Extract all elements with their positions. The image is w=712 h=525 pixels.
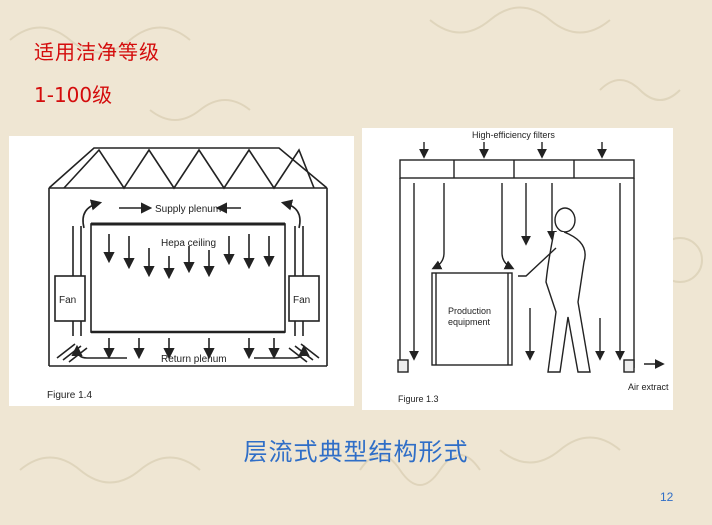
supply-plenum-label: Supply plenum <box>155 204 221 215</box>
filters-label: High-efficiency filters <box>472 130 555 140</box>
figure-1-4-label: Figure 1.4 <box>47 390 92 401</box>
hepa-ceiling-label: Hepa ceiling <box>161 238 216 249</box>
figure-1-4-panel: Supply plenum Hepa ceiling Return plenum… <box>9 136 354 406</box>
slide-heading: 适用洁净等级 <box>34 40 160 64</box>
equipment-label-line1: Production <box>448 306 491 316</box>
air-extract-label: Air extract <box>628 382 669 392</box>
figure-1-3-label: Figure 1.3 <box>398 394 439 404</box>
slide-caption: 层流式典型结构形式 <box>243 438 469 466</box>
fan-left-label: Fan <box>59 295 76 306</box>
equipment-label-line2: equipment <box>448 317 491 327</box>
cleanliness-class: 1-100级 <box>34 83 113 107</box>
figure-1-4-diagram: Supply plenum Hepa ceiling Return plenum… <box>47 147 328 401</box>
return-plenum-label: Return plenum <box>161 354 227 365</box>
figure-1-3-panel: High-efficiency filters Production equip… <box>362 128 673 410</box>
page-number: 12 <box>660 490 674 504</box>
figure-1-3-diagram: High-efficiency filters Production equip… <box>397 130 669 404</box>
fan-right-label: Fan <box>293 295 310 306</box>
